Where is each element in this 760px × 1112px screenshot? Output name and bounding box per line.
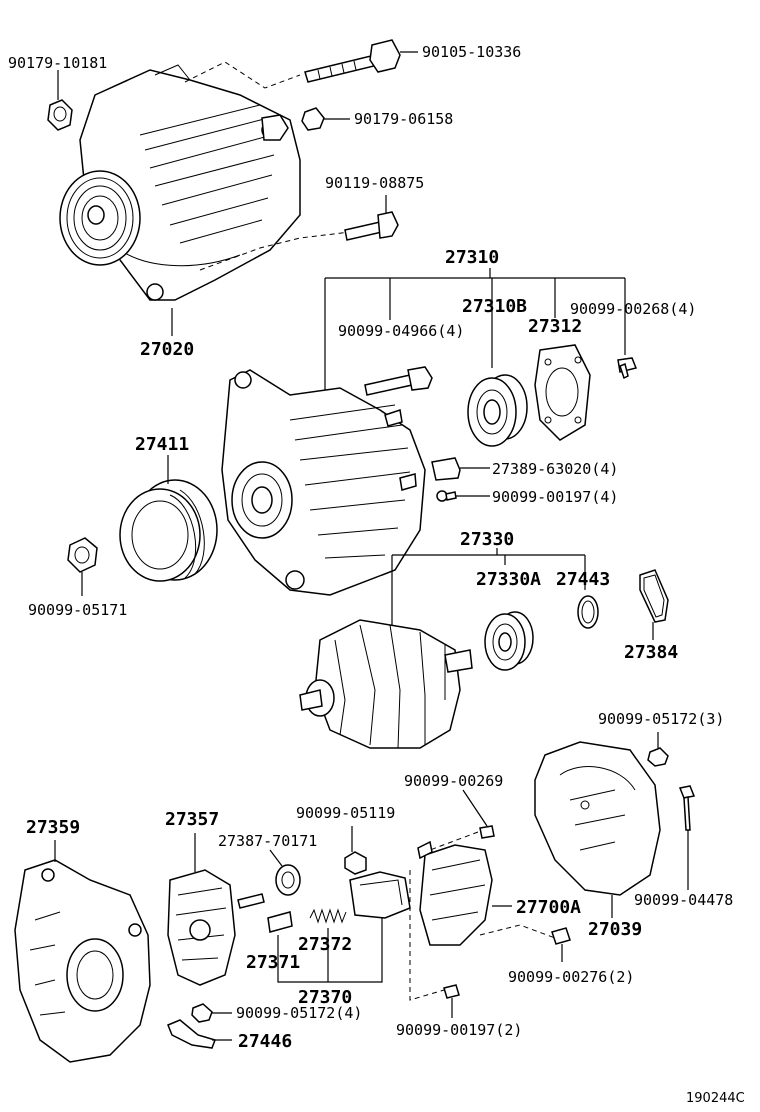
label-90099-00276: 90099-00276(2): [508, 968, 634, 986]
label-90099-00197-4: 90099-00197(4): [492, 488, 618, 506]
seal-27384: [639, 569, 669, 623]
diagram-id: 190244C: [686, 1091, 745, 1106]
label-27384: 27384: [624, 642, 678, 663]
screw-90099-00276: [551, 927, 571, 945]
label-27387-70171: 27387-70171: [218, 832, 317, 850]
bracket-27370: [277, 918, 383, 983]
leader-90099-00269: [462, 789, 488, 827]
label-90099-05172-3: 90099-05172(3): [598, 710, 724, 728]
stud-bolt-90105-10336: [304, 39, 401, 83]
bearing-27330A: [484, 611, 534, 671]
label-27446: 27446: [238, 1031, 292, 1052]
bracket-27310: [324, 277, 626, 395]
label-27389-63020: 27389-63020(4): [492, 460, 618, 478]
label-90099-05119: 90099-05119: [296, 804, 395, 822]
bolt-90099-04966: [364, 366, 433, 396]
label-27372: 27372: [298, 934, 352, 955]
alternator-assembly-27020: [59, 64, 301, 301]
nut-90179-10181: [47, 99, 73, 131]
screw-90099-00268: [617, 357, 638, 380]
label-90099-04478: 90099-04478: [634, 891, 733, 909]
label-27371: 27371: [246, 952, 300, 973]
spring-27372: [309, 908, 347, 924]
label-90099-04966: 90099-04966(4): [338, 322, 464, 340]
screw-90099-00269: [479, 825, 495, 839]
label-27700A: 27700A: [516, 897, 581, 918]
label-27330A: 27330A: [476, 569, 541, 590]
insulator-27389-63020: [431, 457, 461, 481]
label-90105-10336: 90105-10336: [422, 43, 521, 61]
brush-holder-27370: [349, 871, 411, 919]
retainer-plate-27312: [534, 344, 591, 441]
ring-27443: [577, 595, 599, 629]
label-27443: 27443: [556, 569, 610, 590]
screw-90099-00197-2: [443, 984, 460, 999]
label-27310: 27310: [445, 247, 499, 268]
bolt-90119-08875: [344, 211, 399, 241]
label-90099-00197-2: 90099-00197(2): [396, 1021, 522, 1039]
terminal-27387-70171: [237, 864, 301, 909]
label-90099-05172-4: 90099-05172(4): [236, 1004, 362, 1022]
rectifier-27357: [167, 869, 236, 986]
label-27039: 27039: [588, 919, 642, 940]
nut-90099-05172-3: [647, 747, 669, 767]
label-27312: 27312: [528, 316, 582, 337]
dashed-00197-2: [409, 870, 445, 1001]
label-90179-06158: 90179-06158: [354, 110, 453, 128]
pulley-27411: [119, 479, 218, 582]
label-27330: 27330: [460, 529, 514, 550]
leader-27387: [269, 849, 283, 867]
label-27310B: 27310B: [462, 296, 527, 317]
plate-27446: [167, 1019, 216, 1049]
label-90099-05171: 90099-05171: [28, 601, 127, 619]
bearing-27310B: [467, 374, 528, 447]
screw-90099-00197-4: [436, 490, 457, 502]
bolt-90099-04478: [678, 785, 696, 831]
drive-end-frame: [221, 369, 426, 596]
label-27357: 27357: [165, 809, 219, 830]
label-90179-10181: 90179-10181: [8, 54, 107, 72]
label-27411: 27411: [135, 434, 189, 455]
regulator-27700A: [417, 840, 493, 946]
rotor-27330: [299, 619, 473, 749]
nut-90099-05171: [67, 537, 98, 573]
nut-90099-05172-4: [191, 1003, 213, 1023]
label-90099-00268: 90099-00268(4): [570, 300, 696, 318]
label-27359: 27359: [26, 817, 80, 838]
label-90099-00269: 90099-00269: [404, 772, 503, 790]
nut-90099-05119: [344, 851, 367, 875]
rear-cover-27039: [534, 741, 661, 896]
label-27370: 27370: [298, 987, 352, 1008]
label-90119-08875: 90119-08875: [325, 174, 424, 192]
label-27020: 27020: [140, 339, 194, 360]
bolt-route-dashed-2: [199, 231, 351, 271]
rectifier-end-frame-27359: [14, 859, 151, 1063]
bolt-route-dashed: [184, 61, 301, 89]
nut-90179-06158: [301, 107, 325, 131]
dashed-27700A: [479, 924, 556, 939]
bracket-27330: [391, 554, 586, 630]
brush-27371: [267, 911, 293, 933]
